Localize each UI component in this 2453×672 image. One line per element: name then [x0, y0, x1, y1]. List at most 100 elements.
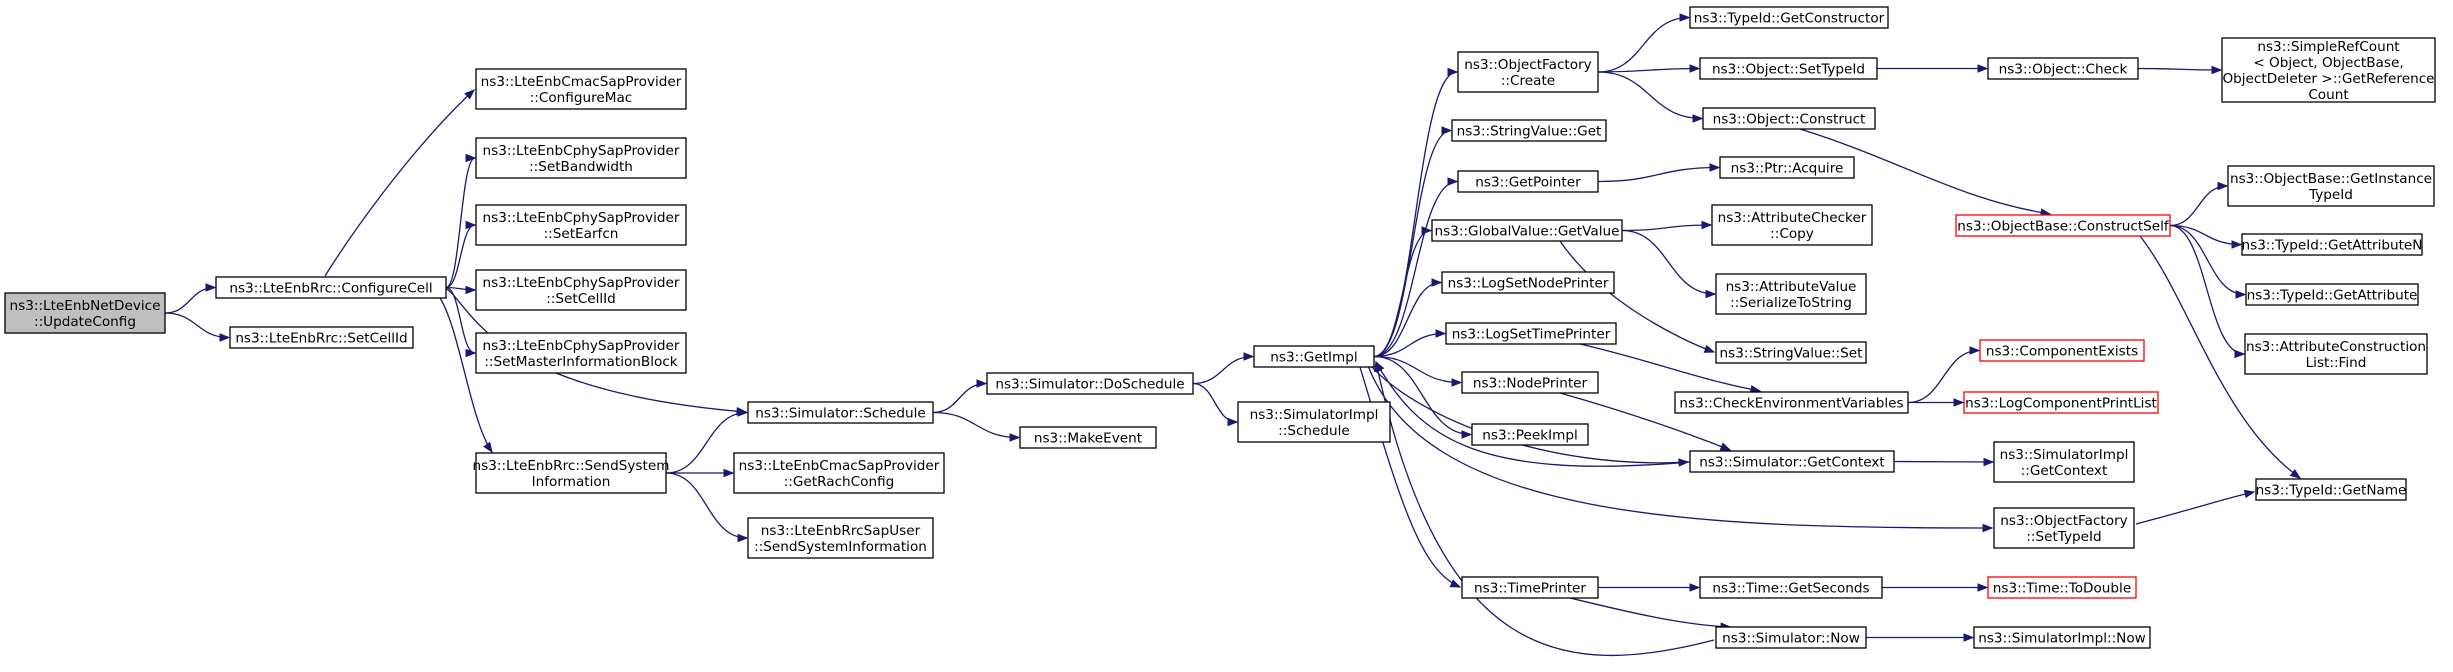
edge-gv-getvalue-to-strval-set [1559, 240, 1716, 353]
node-simimpl-sched-label: ::Schedule [1278, 423, 1350, 439]
node-typeid-getattr[interactable]: ns3::TypeId::GetAttribute [2245, 283, 2419, 306]
node-objbase-cself[interactable]: ns3::ObjectBase::ConstructSelf [1955, 214, 2171, 237]
node-configcell-box [215, 276, 447, 299]
node-root[interactable]: ns3::LteEnbNetDevice::UpdateConfig [4, 292, 166, 334]
node-sim-now[interactable]: ns3::Simulator::Now [1715, 626, 1867, 649]
node-ptr-acquire[interactable]: ns3::Ptr::Acquire [1719, 156, 1855, 179]
node-time-todouble[interactable]: ns3::Time::ToDouble [1987, 576, 2137, 599]
edge-configcell-to-cmac-conf-line [324, 89, 475, 277]
node-logcompprint[interactable]: ns3::LogComponentPrintList [1963, 391, 2159, 414]
edge-root-to-setcellid-rrc-line [164, 312, 230, 339]
edge-sched-to-makeevent [932, 411, 1021, 442]
node-getpointer-box [1457, 170, 1599, 193]
edge-time-getsec-to-time-todouble [1882, 583, 1989, 592]
node-time-getsec[interactable]: ns3::Time::GetSeconds [1699, 576, 1883, 599]
node-checkenv[interactable]: ns3::CheckEnvironmentVariables [1674, 391, 1909, 414]
node-objfac-create-label: ns3::ObjectFactory [1464, 57, 1591, 73]
node-sched[interactable]: ns3::Simulator::Schedule [747, 401, 934, 424]
edge-obj-settypeid-to-obj-check [1877, 64, 1989, 73]
node-cphy-cellid[interactable]: ns3::LteEnbCphySapProvider::SetCellId [475, 269, 687, 311]
node-sim-getctx-label: ns3::Simulator::GetContext [1699, 455, 1885, 471]
node-simimpl-now[interactable]: ns3::SimulatorImpl::Now [1973, 626, 2151, 649]
node-cphy-bw[interactable]: ns3::LteEnbCphySapProvider::SetBandwidth [475, 137, 687, 179]
node-peekimpl[interactable]: ns3::PeekImpl [1471, 423, 1589, 446]
node-cphy-cellid-label: ns3::LteEnbCphySapProvider [483, 275, 680, 291]
node-rach[interactable]: ns3::LteEnbCmacSapProvider::GetRachConfi… [733, 452, 945, 494]
node-typeid-getname[interactable]: ns3::TypeId::GetName [2255, 478, 2407, 501]
node-typeid-getctor[interactable]: ns3::TypeId::GetConstructor [1689, 6, 1889, 29]
node-simimpl-getctx[interactable]: ns3::SimulatorImpl::GetContext [1993, 441, 2135, 483]
node-rach-label: ::GetRachConfig [784, 474, 895, 490]
node-timeprinter[interactable]: ns3::TimePrinter [1461, 576, 1599, 599]
node-configcell[interactable]: ns3::LteEnbRrc::ConfigureCell [215, 276, 447, 299]
node-lognode[interactable]: ns3::LogSetNodePrinter [1441, 271, 1615, 294]
node-root-label: ::UpdateConfig [34, 314, 136, 330]
node-compexists[interactable]: ns3::ComponentExists [1979, 339, 2145, 362]
edge-dosched-to-getimpl-line [1192, 355, 1254, 385]
node-attrval-ser[interactable]: ns3::AttributeValue::SerializeToString [1715, 273, 1867, 315]
node-sendsysinfo-label: Information [532, 474, 611, 490]
node-typeid-getattrn-box [2241, 233, 2423, 256]
edge-obj-construct-to-objbase-cself-line [1799, 128, 2051, 215]
node-typeid-getattrn[interactable]: ns3::TypeId::GetAttributeN [2241, 233, 2423, 256]
node-cphy-earfcn-box [475, 204, 687, 246]
node-nodeprinter-box [1461, 371, 1599, 394]
call-graph-edges [164, 13, 2302, 657]
node-getpointer[interactable]: ns3::GetPointer [1457, 170, 1599, 193]
node-srefcount[interactable]: ns3::SimpleRefCount< Object, ObjectBase,… [2221, 37, 2436, 103]
node-sched-box [747, 401, 934, 424]
edge-getpointer-to-ptr-acquire-line [1597, 166, 1720, 183]
node-obj-construct[interactable]: ns3::Object::Construct [1702, 107, 1876, 130]
node-simimpl-sched[interactable]: ns3::SimulatorImpl::Schedule [1237, 401, 1391, 443]
node-logtime[interactable]: ns3::LogSetTimePrinter [1445, 322, 1617, 345]
edge-objfac-create-to-obj-settypeid-line [1597, 67, 1700, 73]
node-obj-settypeid[interactable]: ns3::Object::SetTypeId [1699, 57, 1878, 80]
edge-getimpl-to-objfac-create-arrowhead [1447, 67, 1459, 77]
node-dosched[interactable]: ns3::Simulator::DoSchedule [986, 372, 1194, 395]
node-attrconst-find-box [2244, 333, 2428, 375]
node-sim-getctx[interactable]: ns3::Simulator::GetContext [1689, 450, 1895, 473]
edge-getimpl-to-nodeprinter-arrowhead [1451, 378, 1463, 387]
edge-configcell-to-cmac-conf [324, 89, 476, 277]
node-cphy-mib[interactable]: ns3::LteEnbCphySapProvider::SetMasterInf… [475, 332, 687, 374]
node-sendsysinfo[interactable]: ns3::LteEnbRrc::SendSystemInformation [473, 452, 670, 494]
edge-getimpl-to-logtime [1373, 329, 1447, 358]
node-strval-get[interactable]: ns3::StringValue::Get [1451, 119, 1607, 142]
node-sched-label: ns3::Simulator::Schedule [755, 406, 926, 422]
edge-sendsysinfo-to-sched [665, 408, 749, 474]
node-nodeprinter[interactable]: ns3::NodePrinter [1461, 371, 1599, 394]
node-typeid-getctor-label: ns3::TypeId::GetConstructor [1694, 11, 1885, 27]
node-strval-set-box [1715, 341, 1867, 364]
node-attrconst-find-label: ns3::AttributeConstruction [2246, 339, 2426, 355]
edge-objfac-create-to-typeid-getctor [1597, 13, 1691, 73]
edge-nodeprinter-to-sim-getctx [1559, 392, 1732, 451]
edge-objbase-cself-to-typeid-getattrn [2169, 224, 2243, 249]
node-getimpl[interactable]: ns3::GetImpl [1253, 345, 1375, 368]
node-obj-check[interactable]: ns3::Object::Check [1987, 57, 2139, 80]
node-strval-set[interactable]: ns3::StringValue::Set [1715, 341, 1867, 364]
edge-sim-now-to-getimpl-arrowhead [1373, 360, 1383, 373]
edge-dosched-to-getimpl-arrowhead [1243, 352, 1255, 361]
node-sim-now-box [1715, 626, 1867, 649]
node-cphy-earfcn[interactable]: ns3::LteEnbCphySapProvider::SetEarfcn [475, 204, 687, 246]
node-typeid-getattr-box [2245, 283, 2419, 306]
node-rrcsap[interactable]: ns3::LteEnbRrcSapUser::SendSystemInforma… [747, 517, 934, 559]
edge-sendsysinfo-to-sched-line [665, 411, 748, 474]
node-logtime-box [1445, 322, 1617, 345]
node-simimpl-sched-label: ns3::SimulatorImpl [1250, 407, 1379, 423]
node-sim-now-label: ns3::Simulator::Now [1722, 631, 1860, 647]
node-objfac-settypeid[interactable]: ns3::ObjectFactory::SetTypeId [1993, 507, 2135, 549]
edge-getimpl-to-gv-getvalue [1373, 226, 1433, 358]
node-attrcheck-copy[interactable]: ns3::AttributeChecker::Copy [1711, 204, 1873, 246]
node-makeevent[interactable]: ns3::MakeEvent [1019, 426, 1157, 449]
node-cmac-conf[interactable]: ns3::LteEnbCmacSapProvider::ConfigureMac [475, 68, 687, 110]
node-objbase-getinst-label: ns3::ObjectBase::GetInstance [2230, 171, 2432, 187]
node-objfac-create[interactable]: ns3::ObjectFactory::Create [1457, 51, 1599, 93]
node-gv-getvalue[interactable]: ns3::GlobalValue::GetValue [1431, 219, 1623, 242]
edge-nodeprinter-to-sim-getctx-arrowhead [1719, 442, 1732, 451]
node-setcellid-rrc[interactable]: ns3::LteEnbRrc::SetCellId [229, 326, 414, 349]
node-lognode-box [1441, 271, 1615, 294]
node-objbase-cself-label: ns3::ObjectBase::ConstructSelf [1957, 219, 2170, 235]
